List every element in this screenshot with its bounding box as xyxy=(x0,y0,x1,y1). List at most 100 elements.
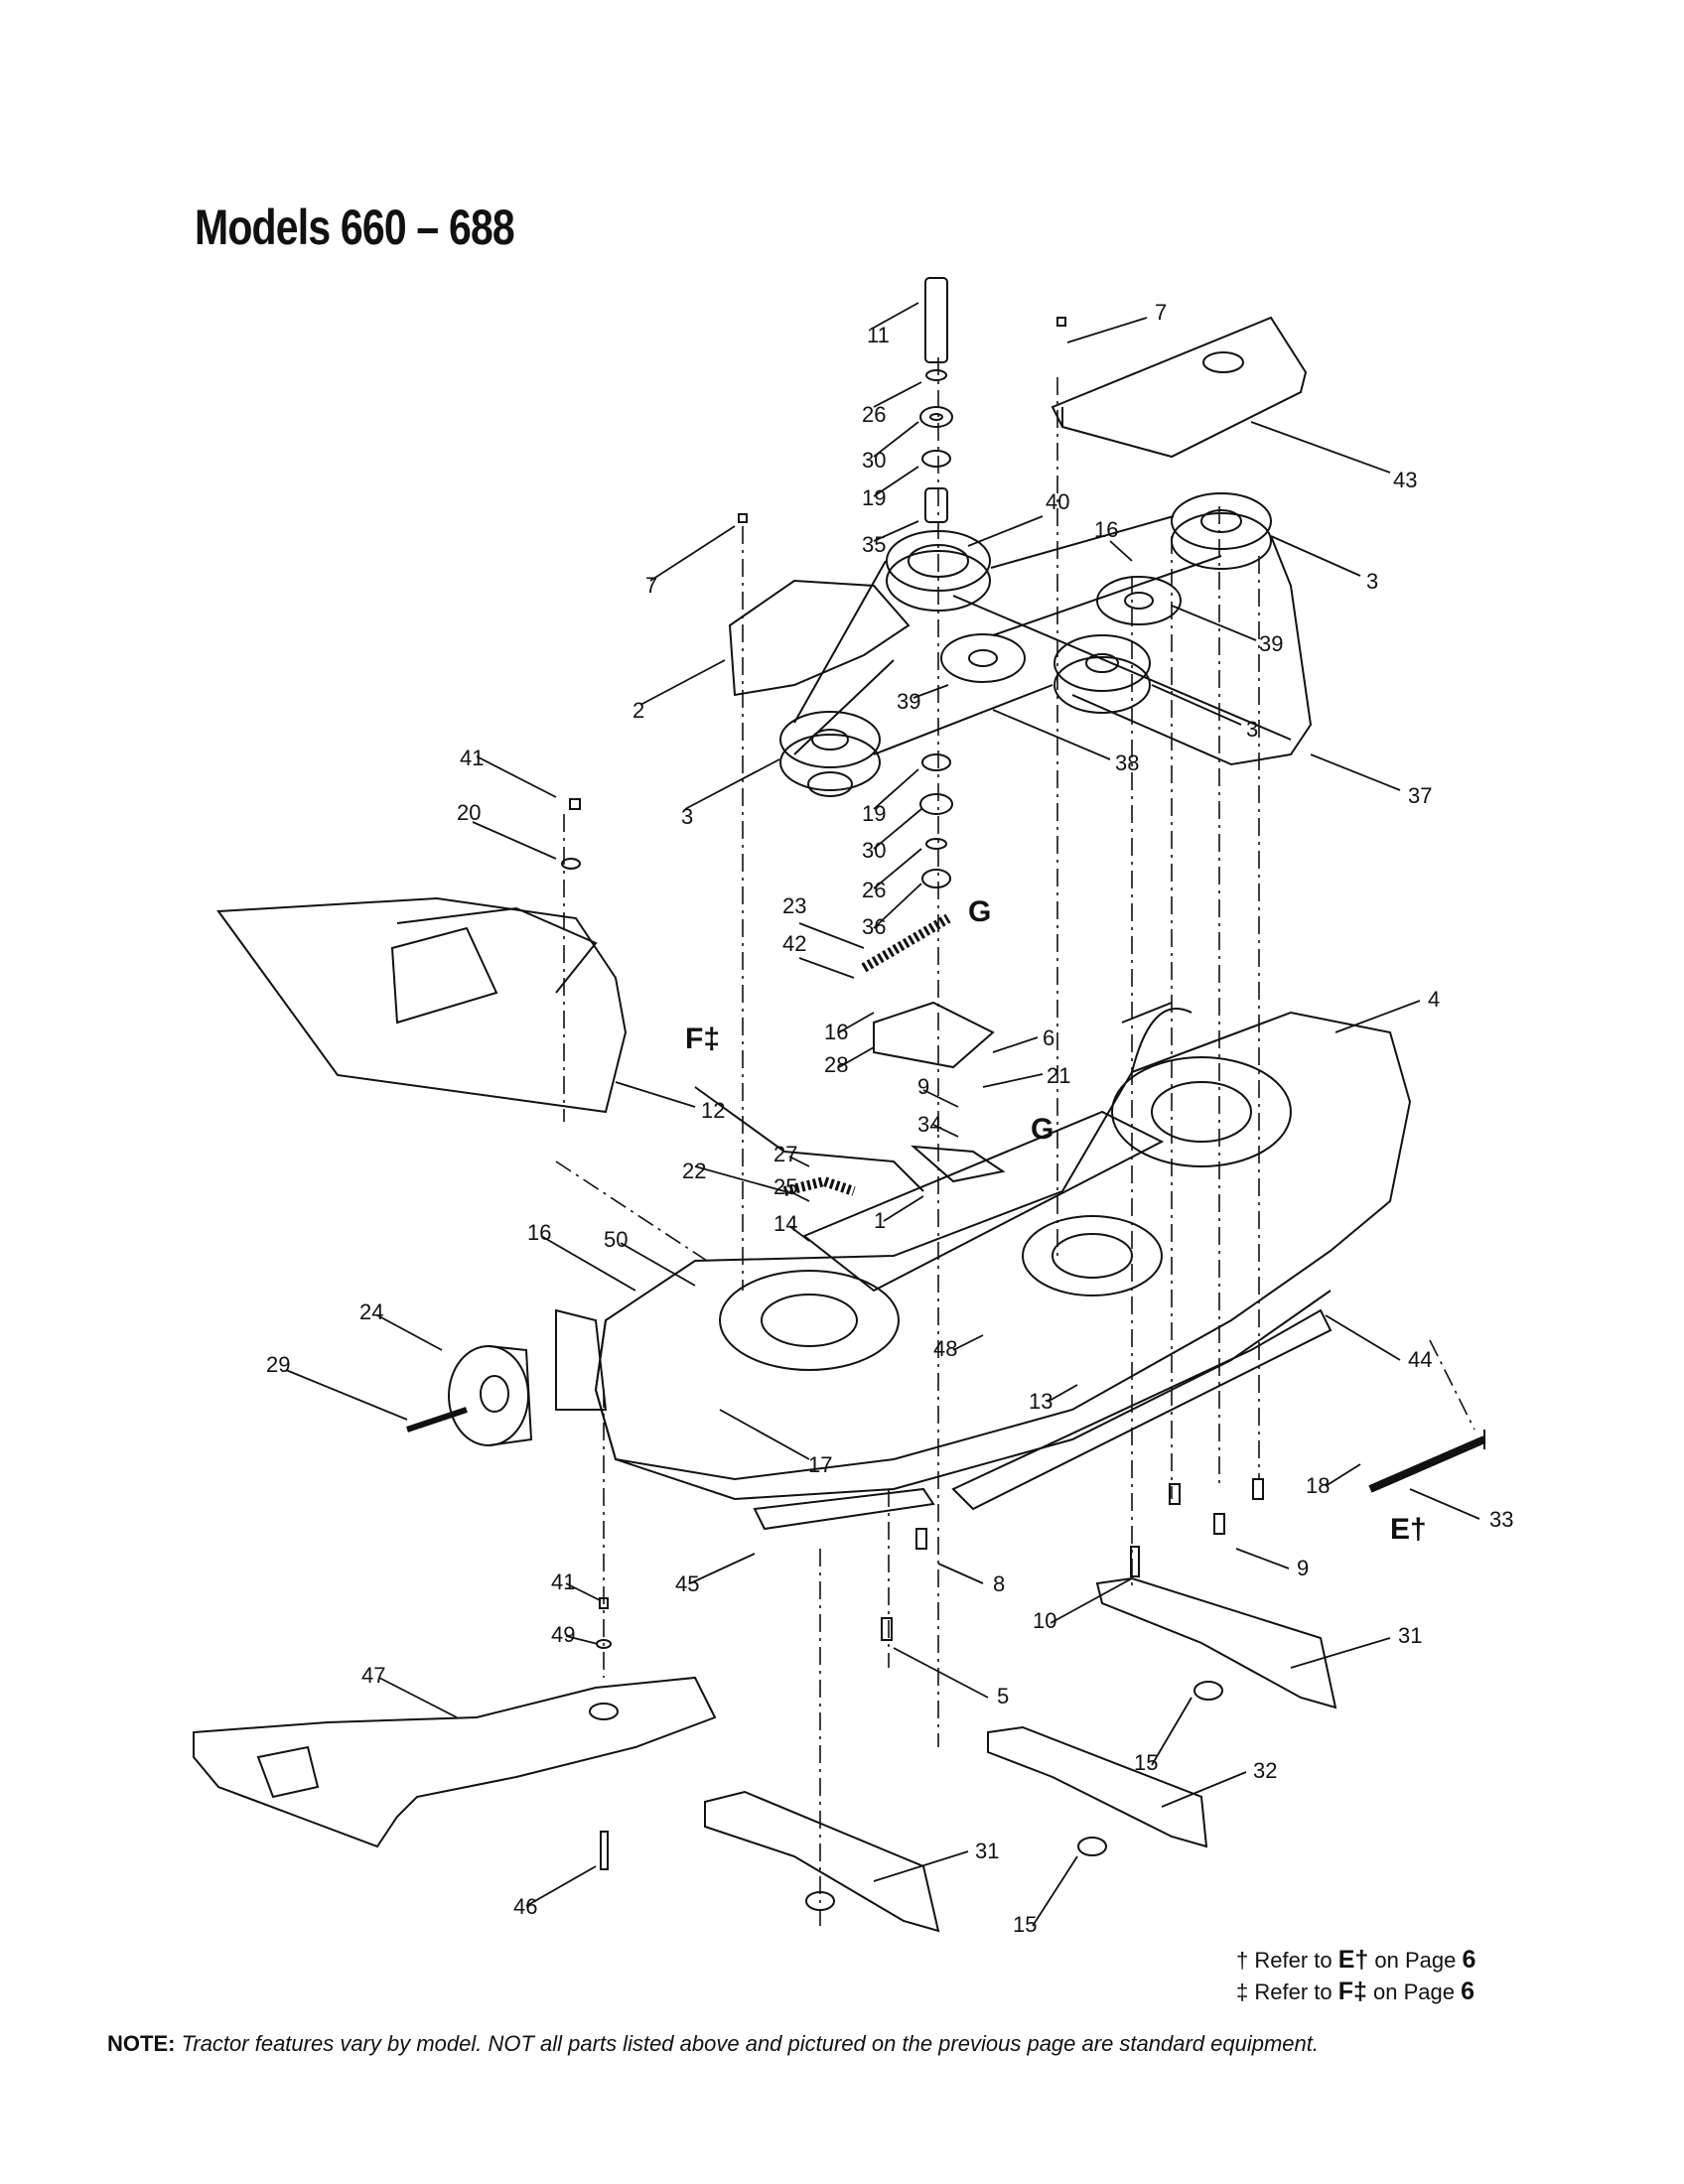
reference-letter: G xyxy=(1031,1113,1053,1146)
footnote-f-ref: F‡ xyxy=(1337,1978,1367,2005)
callout-6: 6 xyxy=(1043,1025,1054,1050)
callout-3: 3 xyxy=(681,804,693,829)
footnote-f: ‡ Refer to F‡ on Page 6 xyxy=(1236,1978,1474,2006)
callout-41: 41 xyxy=(460,746,484,770)
footnote-e-ref: E† xyxy=(1337,1946,1369,1974)
callout-11: 11 xyxy=(867,323,890,347)
shield-2 xyxy=(728,579,911,697)
callout-15: 15 xyxy=(1134,1750,1158,1775)
callout-19: 19 xyxy=(862,801,886,826)
callout-43: 43 xyxy=(1393,468,1417,492)
callout-16: 16 xyxy=(1094,517,1118,542)
callout-39: 39 xyxy=(897,689,920,714)
callout-23: 23 xyxy=(782,893,806,918)
callout-33: 33 xyxy=(1489,1507,1513,1532)
callout-1: 1 xyxy=(874,1208,886,1233)
footnote-e: † Refer to E† on Page 6 xyxy=(1236,1946,1475,1975)
callout-8: 8 xyxy=(993,1571,1005,1596)
callout-49: 49 xyxy=(551,1622,575,1647)
callout-39: 39 xyxy=(1259,631,1283,656)
footnote-f-prefix: ‡ Refer to xyxy=(1236,1979,1338,2004)
callout-26: 26 xyxy=(862,402,886,427)
callout-31: 31 xyxy=(975,1839,999,1863)
callout-9: 9 xyxy=(1297,1556,1309,1580)
axle-rod-33 xyxy=(1368,1430,1486,1493)
callout-18: 18 xyxy=(1306,1473,1330,1498)
baffles xyxy=(753,1308,1333,1531)
footnote-e-page: 6 xyxy=(1462,1946,1476,1974)
leader-lines xyxy=(285,302,1480,1927)
page-title: Models 660 – 688 xyxy=(195,200,515,255)
callout-27: 27 xyxy=(773,1142,797,1166)
note: NOTE: Tractor features vary by model. NO… xyxy=(107,2031,1319,2057)
callout-12: 12 xyxy=(701,1098,725,1123)
callout-15: 15 xyxy=(1013,1912,1037,1937)
callout-48: 48 xyxy=(933,1336,957,1361)
callout-4: 4 xyxy=(1428,987,1440,1012)
callout-30: 30 xyxy=(862,838,886,863)
footnote-f-page: 6 xyxy=(1461,1978,1474,2005)
callout-34: 34 xyxy=(917,1112,941,1137)
spindle-hardware xyxy=(919,277,953,888)
reference-letter: E† xyxy=(1390,1513,1427,1546)
callout-38: 38 xyxy=(1115,751,1139,775)
callout-16: 16 xyxy=(527,1220,551,1245)
callout-19: 19 xyxy=(862,485,886,510)
callout-28: 28 xyxy=(824,1052,848,1077)
callout-47: 47 xyxy=(361,1663,385,1688)
callout-21: 21 xyxy=(1047,1063,1070,1088)
callout-17: 17 xyxy=(808,1452,832,1477)
callout-50: 50 xyxy=(604,1227,628,1252)
assembly-centerlines xyxy=(555,357,1475,1926)
callout-16: 16 xyxy=(824,1020,848,1044)
note-label: NOTE: xyxy=(107,2031,176,2056)
reference-letters: G G F‡ E† xyxy=(685,895,1427,1546)
callout-9: 9 xyxy=(917,1074,929,1099)
callout-35: 35 xyxy=(862,532,886,557)
callout-5: 5 xyxy=(997,1684,1009,1708)
gauge-wheel-24 xyxy=(406,1345,533,1446)
footnote-f-suffix: on Page xyxy=(1366,1979,1462,2004)
callout-44: 44 xyxy=(1408,1347,1432,1372)
callout-2: 2 xyxy=(632,698,644,723)
footnote-e-suffix: on Page xyxy=(1368,1948,1463,1973)
callout-45: 45 xyxy=(675,1571,699,1596)
callout-25: 25 xyxy=(773,1174,797,1199)
callout-42: 42 xyxy=(782,931,806,956)
springs-links xyxy=(694,913,1006,1196)
belts xyxy=(793,515,1313,766)
belt-shield-43 xyxy=(1051,316,1308,459)
callout-30: 30 xyxy=(862,448,886,473)
callout-7: 7 xyxy=(1155,300,1167,325)
callout-36: 36 xyxy=(862,914,886,939)
note-text: Tractor features vary by model. NOT all … xyxy=(175,2031,1319,2056)
callout-14: 14 xyxy=(773,1211,797,1236)
pulleys xyxy=(779,492,1272,797)
callout-31: 31 xyxy=(1398,1623,1422,1648)
callout-26: 26 xyxy=(862,878,886,902)
callout-37: 37 xyxy=(1408,783,1432,808)
hardware-fasteners xyxy=(561,317,1264,1870)
callout-10: 10 xyxy=(1033,1608,1056,1633)
callout-32: 32 xyxy=(1253,1758,1277,1783)
callout-24: 24 xyxy=(359,1299,383,1324)
callout-13: 13 xyxy=(1029,1389,1052,1414)
mulch-plug-47 xyxy=(193,1676,717,1848)
mower-deck-4 xyxy=(555,1002,1412,1501)
callout-22: 22 xyxy=(682,1159,706,1183)
blades xyxy=(704,1576,1337,1933)
callout-29: 29 xyxy=(266,1352,290,1377)
callout-40: 40 xyxy=(1046,489,1069,514)
callout-3: 3 xyxy=(1366,569,1378,594)
callout-3: 3 xyxy=(1246,717,1258,742)
grass-chute-12 xyxy=(216,896,628,1114)
callout-20: 20 xyxy=(457,800,481,825)
reference-letter: F‡ xyxy=(685,1023,720,1055)
footnote-e-prefix: † Refer to xyxy=(1236,1948,1338,1973)
callout-41: 41 xyxy=(551,1570,575,1594)
callout-46: 46 xyxy=(513,1894,537,1919)
reference-letter: G xyxy=(968,895,991,928)
callout-7: 7 xyxy=(645,573,657,598)
